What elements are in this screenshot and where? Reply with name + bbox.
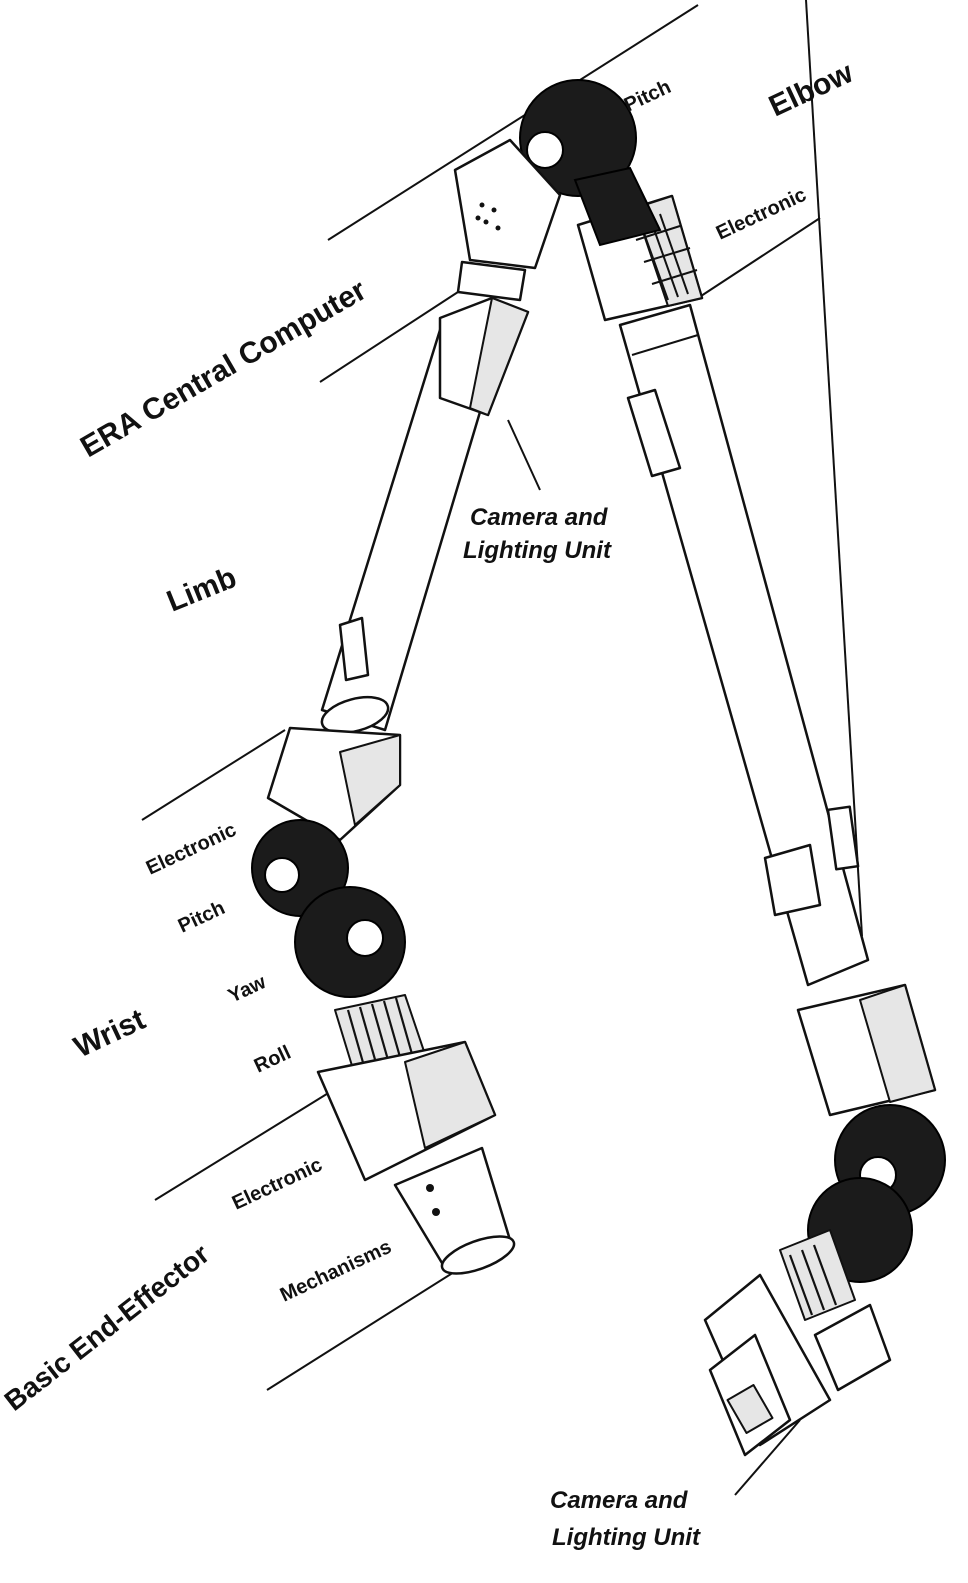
divider-limb-bottom	[141, 729, 286, 821]
leader-camera-bottom	[734, 1419, 801, 1496]
right-tube-band-lower	[805, 0, 863, 937]
wrist-yaw-joint-hub	[346, 919, 384, 957]
right-tube-clip-lower	[763, 843, 822, 917]
era-central-computer-box	[453, 138, 562, 270]
leader-camera-top	[507, 419, 541, 491]
top-camera-unit-side	[469, 297, 529, 416]
divider-elbow-bottom	[697, 217, 821, 299]
elbow-pitch-joint-hub	[526, 131, 564, 169]
divider-wrist-bottom	[154, 1091, 331, 1201]
label-mechanisms: Mechanisms	[277, 1236, 395, 1307]
right-limb-tube	[618, 303, 870, 987]
wrist-assembly	[251, 726, 433, 1093]
right-limb-assembly	[618, 0, 946, 1457]
elbow-link	[573, 166, 662, 247]
wrist-electronic-box-side	[339, 734, 401, 826]
right-camera-lens-box	[813, 1303, 892, 1392]
wrist-pitch-joint-hub	[264, 857, 300, 893]
left-tube-clip	[338, 616, 370, 682]
label-camera-top-line2: Lighting Unit	[463, 537, 612, 564]
right-camera-lens	[726, 1384, 774, 1434]
label-era-central-computer: ERA Central Computer	[75, 273, 372, 464]
basic-end-effector-assembly	[316, 1040, 516, 1275]
end-effector-box-side	[404, 1041, 496, 1149]
right-lower-box-side	[859, 984, 936, 1103]
label-yaw: Yaw	[225, 971, 270, 1008]
computer-box-vents	[475, 202, 501, 231]
mechanisms-holes	[426, 1184, 440, 1216]
end-effector-tip	[440, 1235, 516, 1275]
label-roll: Roll	[251, 1042, 295, 1078]
section-divider-lines	[141, 4, 821, 1496]
label-pitch-wrist: Pitch	[175, 897, 229, 938]
label-electronic-wrist: Electronic	[143, 819, 240, 880]
right-roll-spindle	[779, 1229, 856, 1321]
label-electronic-effector: Electronic	[229, 1154, 326, 1215]
label-limb: Limb	[162, 561, 241, 618]
left-tube-collar	[320, 695, 390, 735]
divider-effector-bottom	[266, 1261, 471, 1391]
label-pitch-top: Pitch	[621, 76, 675, 117]
label-basic-end-effector: Basic End-Effector	[0, 1238, 215, 1417]
computer-neck	[456, 260, 527, 302]
right-roll-fins	[788, 1254, 814, 1316]
right-tube-band	[631, 334, 699, 356]
label-wrist: Wrist	[69, 1003, 150, 1064]
divider-computer-bottom	[319, 291, 459, 383]
left-limb-assembly	[320, 138, 562, 735]
label-camera-bottom-line2: Lighting Unit	[552, 1524, 701, 1551]
wrist-pitch-joint	[251, 819, 349, 917]
right-tube-clip-side	[826, 805, 860, 871]
label-camera-bottom-line1: Camera and	[550, 1487, 689, 1514]
right-tube-clip-upper	[626, 388, 682, 478]
elbow-assembly	[519, 79, 704, 322]
label-elbow: Elbow	[764, 56, 859, 124]
label-camera-top-line1: Camera and	[470, 504, 609, 531]
divider-elbow-top	[327, 4, 699, 241]
